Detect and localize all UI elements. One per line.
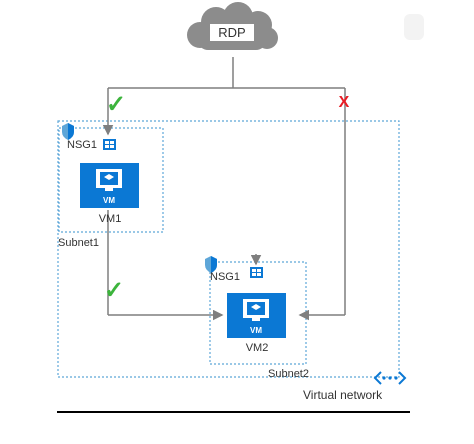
vm2-icon (227, 293, 286, 338)
nsg1-grid-icon (103, 139, 116, 150)
subnet2-nsg-label: NSG1 (210, 271, 240, 283)
vm1-label: VM1 (99, 213, 122, 225)
vnet-icon (373, 371, 407, 385)
nsg2-grid-icon (250, 267, 263, 278)
rdp-label: RDP (218, 25, 245, 40)
rdp-label-box (210, 24, 254, 41)
vnet-label: Virtual network (303, 388, 383, 402)
vm2-badge: VM (250, 326, 262, 335)
nsg2-shield-icon (205, 256, 217, 273)
vm1-icon (80, 163, 139, 208)
allowed-check-icon: ✓ (106, 91, 126, 118)
faint-shape (404, 14, 424, 40)
subnet1-label: Subnet1 (58, 237, 99, 249)
vm1-badge: VM (103, 196, 115, 205)
nsg1-shield-icon (62, 123, 74, 140)
vnet-boundary (57, 120, 400, 378)
subnet1-nsg-label: NSG1 (67, 139, 97, 151)
vm2-label: VM2 (246, 342, 269, 354)
allowed-check-icon-2: ✓ (104, 277, 124, 304)
blocked-x-icon: X (339, 94, 350, 111)
subnet2-label: Subnet2 (268, 368, 309, 380)
